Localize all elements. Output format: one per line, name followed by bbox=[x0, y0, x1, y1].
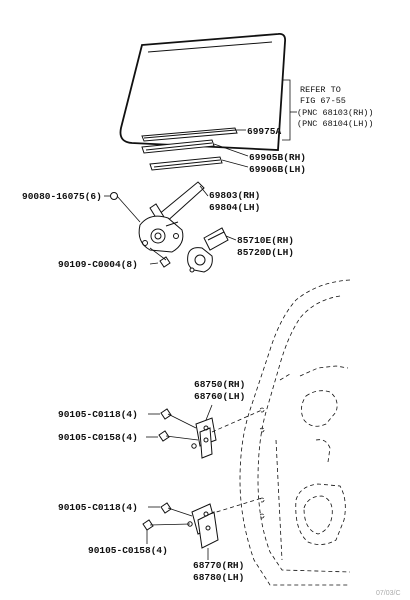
refer-to-line2: FIG 67-55 bbox=[300, 96, 346, 106]
door-glass bbox=[119, 33, 287, 151]
window-motor bbox=[187, 227, 229, 273]
bolt-uh1-icon bbox=[160, 408, 197, 429]
label-channel-lh: 69906B(LH) bbox=[249, 164, 306, 175]
bolt-lh2-icon bbox=[142, 519, 191, 544]
window-regulator bbox=[138, 181, 205, 253]
label-bolt-uh2: 90105-C0158(4) bbox=[58, 432, 138, 443]
glass-run-strip bbox=[141, 127, 238, 142]
label-motor-rh: 85710E(RH) bbox=[237, 235, 294, 246]
label-upper-hinge-rh: 68750(RH) bbox=[194, 379, 245, 390]
label-bolt-uh1: 90105-C0118(4) bbox=[58, 409, 138, 420]
label-bolt-lh1: 90105-C0118(4) bbox=[58, 502, 138, 513]
upper-hinge bbox=[191, 417, 217, 459]
label-lower-hinge-rh: 68770(RH) bbox=[193, 560, 244, 571]
label-channel-rh: 69905B(RH) bbox=[249, 152, 306, 163]
glass-channel-front bbox=[141, 139, 215, 154]
label-glass-run: 69975A bbox=[247, 126, 282, 137]
glass-channel-rear bbox=[149, 156, 223, 171]
label-regulator-rh: 69803(RH) bbox=[209, 190, 260, 201]
refer-to-line3: (PNC 68103(RH)) bbox=[297, 108, 374, 118]
bolt-top-icon bbox=[110, 192, 141, 223]
label-bolt-top: 90080-16075(6) bbox=[22, 191, 102, 202]
refer-to-line1: REFER TO bbox=[300, 85, 341, 95]
label-lower-hinge-lh: 68780(LH) bbox=[193, 572, 244, 583]
watermark: 07/03/C bbox=[376, 590, 401, 597]
label-bolt-bottom: 90109-C0004(8) bbox=[58, 259, 138, 270]
refer-to-line4: (PNC 68104(LH)) bbox=[297, 119, 374, 129]
bolt-lh1-icon bbox=[160, 502, 193, 517]
label-regulator-lh: 69804(LH) bbox=[209, 202, 260, 213]
label-bolt-lh2: 90105-C0158(4) bbox=[88, 545, 168, 556]
door-shell bbox=[239, 279, 351, 586]
label-upper-hinge-lh: 68760(LH) bbox=[194, 391, 245, 402]
lower-hinge bbox=[187, 503, 219, 549]
label-motor-lh: 85720D(LH) bbox=[237, 247, 294, 258]
bolt-uh2-icon bbox=[158, 430, 199, 442]
bolt-bottom-icon bbox=[149, 247, 171, 268]
